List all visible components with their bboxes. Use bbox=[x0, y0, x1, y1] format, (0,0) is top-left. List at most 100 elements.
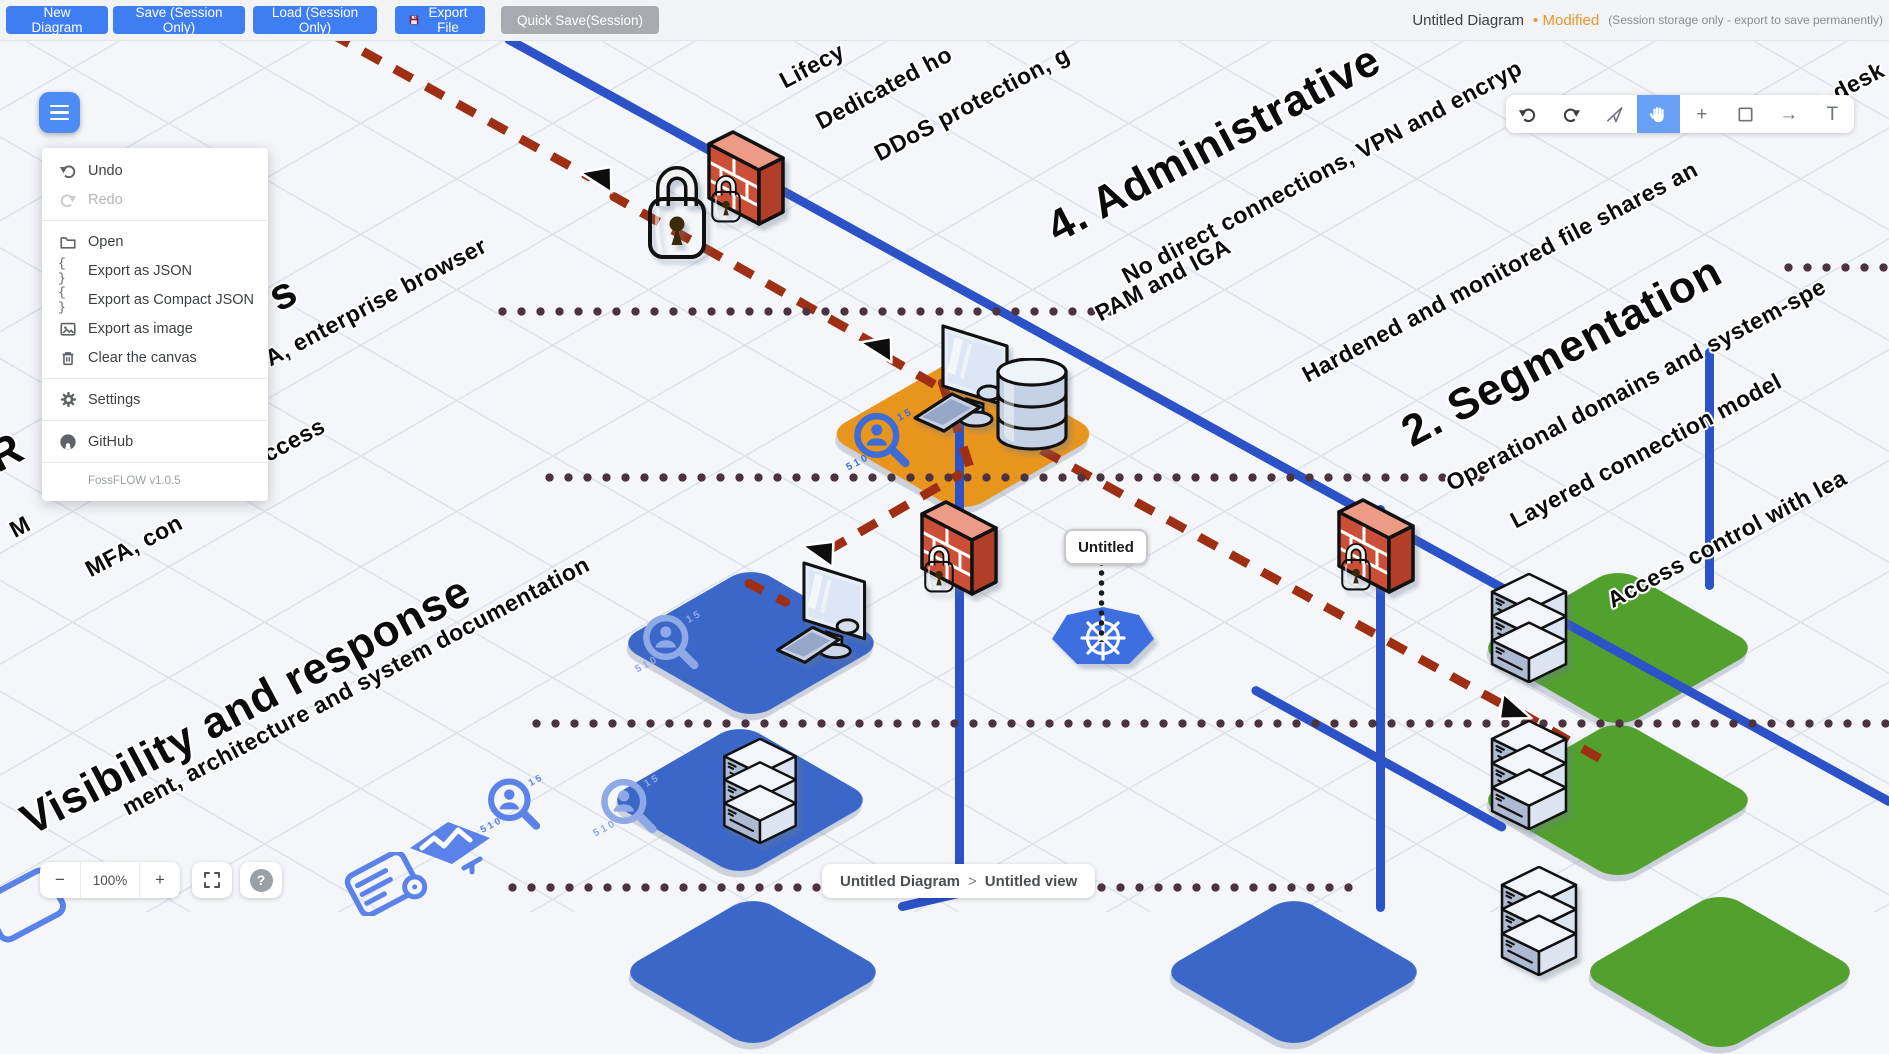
image-icon bbox=[58, 320, 78, 338]
connector-tool[interactable]: → bbox=[1767, 95, 1811, 133]
firewall-icon[interactable] bbox=[703, 118, 787, 230]
arrowhead-icon bbox=[855, 329, 898, 364]
export-file-button[interactable]: Export File bbox=[395, 6, 485, 34]
undo-icon bbox=[1518, 105, 1537, 124]
database-icon[interactable] bbox=[996, 358, 1068, 454]
floppy-icon bbox=[409, 13, 419, 27]
menu-divider bbox=[42, 220, 268, 221]
plus-icon: + bbox=[1696, 105, 1707, 124]
button-label: Save (Session Only) bbox=[127, 5, 231, 35]
app-version: FossFLOW v1.0.5 bbox=[42, 469, 268, 493]
padlock-icon[interactable] bbox=[645, 152, 709, 262]
document-title: Untitled Diagram bbox=[1412, 12, 1524, 29]
zoom-out-button[interactable]: − bbox=[40, 862, 80, 898]
github-icon bbox=[58, 433, 78, 451]
button-label: New Diagram bbox=[20, 5, 94, 35]
clipboard-gear-icon[interactable] bbox=[336, 852, 436, 916]
folder-icon bbox=[58, 233, 78, 251]
button-label: Load (Session Only) bbox=[267, 5, 363, 35]
canvas-label[interactable]: Hardened and monitored file shares an bbox=[1298, 156, 1703, 388]
zoom-controls: − 100% + bbox=[40, 862, 180, 898]
breadcrumb-view: Untitled view bbox=[985, 873, 1078, 890]
trash-icon bbox=[58, 349, 78, 367]
connector-dotted bbox=[545, 473, 1490, 482]
canvas-label[interactable]: Access control with lea bbox=[1603, 464, 1852, 613]
button-label: Export File bbox=[425, 5, 471, 35]
menu-item-undo[interactable]: Undo bbox=[42, 156, 268, 185]
canvas-label[interactable]: Lifecy bbox=[775, 38, 849, 94]
server-icon[interactable] bbox=[1487, 573, 1571, 683]
menu-divider bbox=[42, 420, 268, 421]
menu-item-open[interactable]: Open bbox=[42, 227, 268, 256]
text-tool[interactable]: T bbox=[1811, 95, 1855, 133]
fullscreen-button[interactable] bbox=[192, 862, 232, 898]
menu-divider bbox=[42, 462, 268, 463]
arrowhead-icon bbox=[575, 159, 618, 194]
modified-badge: • Modified bbox=[1533, 12, 1599, 29]
menu-icon bbox=[50, 105, 69, 108]
firewall-icon[interactable] bbox=[1333, 486, 1417, 598]
main-menu-dropdown: Undo Redo Open { } Export as JSON { } Ex… bbox=[42, 148, 268, 501]
server-icon[interactable] bbox=[720, 738, 800, 844]
node-label[interactable]: Untitled bbox=[1064, 529, 1148, 565]
save-session-button[interactable]: Save (Session Only) bbox=[113, 6, 245, 34]
label-connector-dotted bbox=[1097, 560, 1106, 642]
help-button[interactable]: ? bbox=[240, 862, 282, 898]
breadcrumb-separator: > bbox=[968, 873, 977, 890]
arrow-right-icon: → bbox=[1779, 105, 1798, 124]
fullscreen-icon bbox=[201, 869, 223, 891]
menu-item-export-image[interactable]: Export as image bbox=[42, 314, 268, 343]
pointer-icon bbox=[1605, 105, 1624, 124]
zoom-in-button[interactable]: + bbox=[140, 862, 180, 898]
quick-save-button[interactable]: Quick Save(Session) bbox=[501, 6, 659, 34]
server-icon[interactable] bbox=[1497, 866, 1581, 976]
document-status: Untitled Diagram • Modified (Session sto… bbox=[1412, 0, 1883, 40]
tool-palette: + → T bbox=[1506, 95, 1854, 133]
pan-tool[interactable] bbox=[1637, 95, 1681, 133]
user-search-icon bbox=[590, 772, 676, 842]
connector-dotted bbox=[498, 307, 1123, 316]
question-icon: ? bbox=[250, 869, 273, 892]
canvas-label[interactable]: R bbox=[0, 423, 32, 483]
firewall-icon[interactable] bbox=[916, 488, 1000, 600]
zoom-level: 100% bbox=[80, 862, 140, 898]
redo-icon bbox=[58, 191, 78, 209]
gear-icon bbox=[58, 391, 78, 408]
load-session-button[interactable]: Load (Session Only) bbox=[253, 6, 377, 34]
undo-tool[interactable] bbox=[1506, 95, 1550, 133]
zone-green-3[interactable] bbox=[1579, 890, 1862, 1053]
menu-item-settings[interactable]: Settings bbox=[42, 385, 268, 414]
canvas-label[interactable]: ccess bbox=[258, 412, 329, 467]
menu-item-github[interactable]: GitHub bbox=[42, 427, 268, 456]
breadcrumb-diagram: Untitled Diagram bbox=[840, 873, 960, 890]
workstation-icon[interactable] bbox=[768, 560, 874, 672]
menu-item-export-json[interactable]: { } Export as JSON bbox=[42, 256, 268, 285]
menu-item-clear-canvas[interactable]: Clear the canvas bbox=[42, 343, 268, 372]
menu-divider bbox=[42, 378, 268, 379]
connector-dotted bbox=[1784, 263, 1889, 272]
server-icon[interactable] bbox=[1487, 720, 1571, 830]
rectangle-tool[interactable] bbox=[1724, 95, 1768, 133]
braces-icon: { } bbox=[58, 285, 78, 315]
text-icon: T bbox=[1826, 105, 1838, 124]
connector-dotted bbox=[532, 719, 1889, 728]
redo-tool[interactable] bbox=[1550, 95, 1594, 133]
square-icon bbox=[1736, 105, 1755, 124]
canvas-label[interactable]: DDoS protection, g bbox=[870, 41, 1075, 167]
add-item-tool[interactable]: + bbox=[1680, 95, 1724, 133]
new-diagram-button[interactable]: New Diagram bbox=[6, 6, 108, 34]
zone-blue-4[interactable] bbox=[1160, 894, 1429, 1049]
diagram-canvas[interactable]: Untitled Lifecy Dedicated ho DDoS protec… bbox=[0, 0, 1889, 912]
canvas-label[interactable]: MFA, con bbox=[81, 509, 187, 583]
storage-note: (Session storage only - export to save p… bbox=[1608, 13, 1883, 27]
main-menu-button[interactable] bbox=[39, 92, 80, 133]
zone-blue-3[interactable] bbox=[619, 894, 888, 1049]
canvas-label[interactable]: Visibility and response bbox=[13, 566, 479, 846]
redo-icon bbox=[1562, 105, 1581, 124]
select-tool[interactable] bbox=[1593, 95, 1637, 133]
button-label: Quick Save(Session) bbox=[517, 13, 643, 28]
breadcrumb[interactable]: Untitled Diagram > Untitled view bbox=[822, 864, 1095, 898]
menu-item-export-compact-json[interactable]: { } Export as Compact JSON bbox=[42, 285, 268, 314]
canvas-label[interactable]: M bbox=[5, 510, 35, 543]
menu-item-redo[interactable]: Redo bbox=[42, 185, 268, 214]
